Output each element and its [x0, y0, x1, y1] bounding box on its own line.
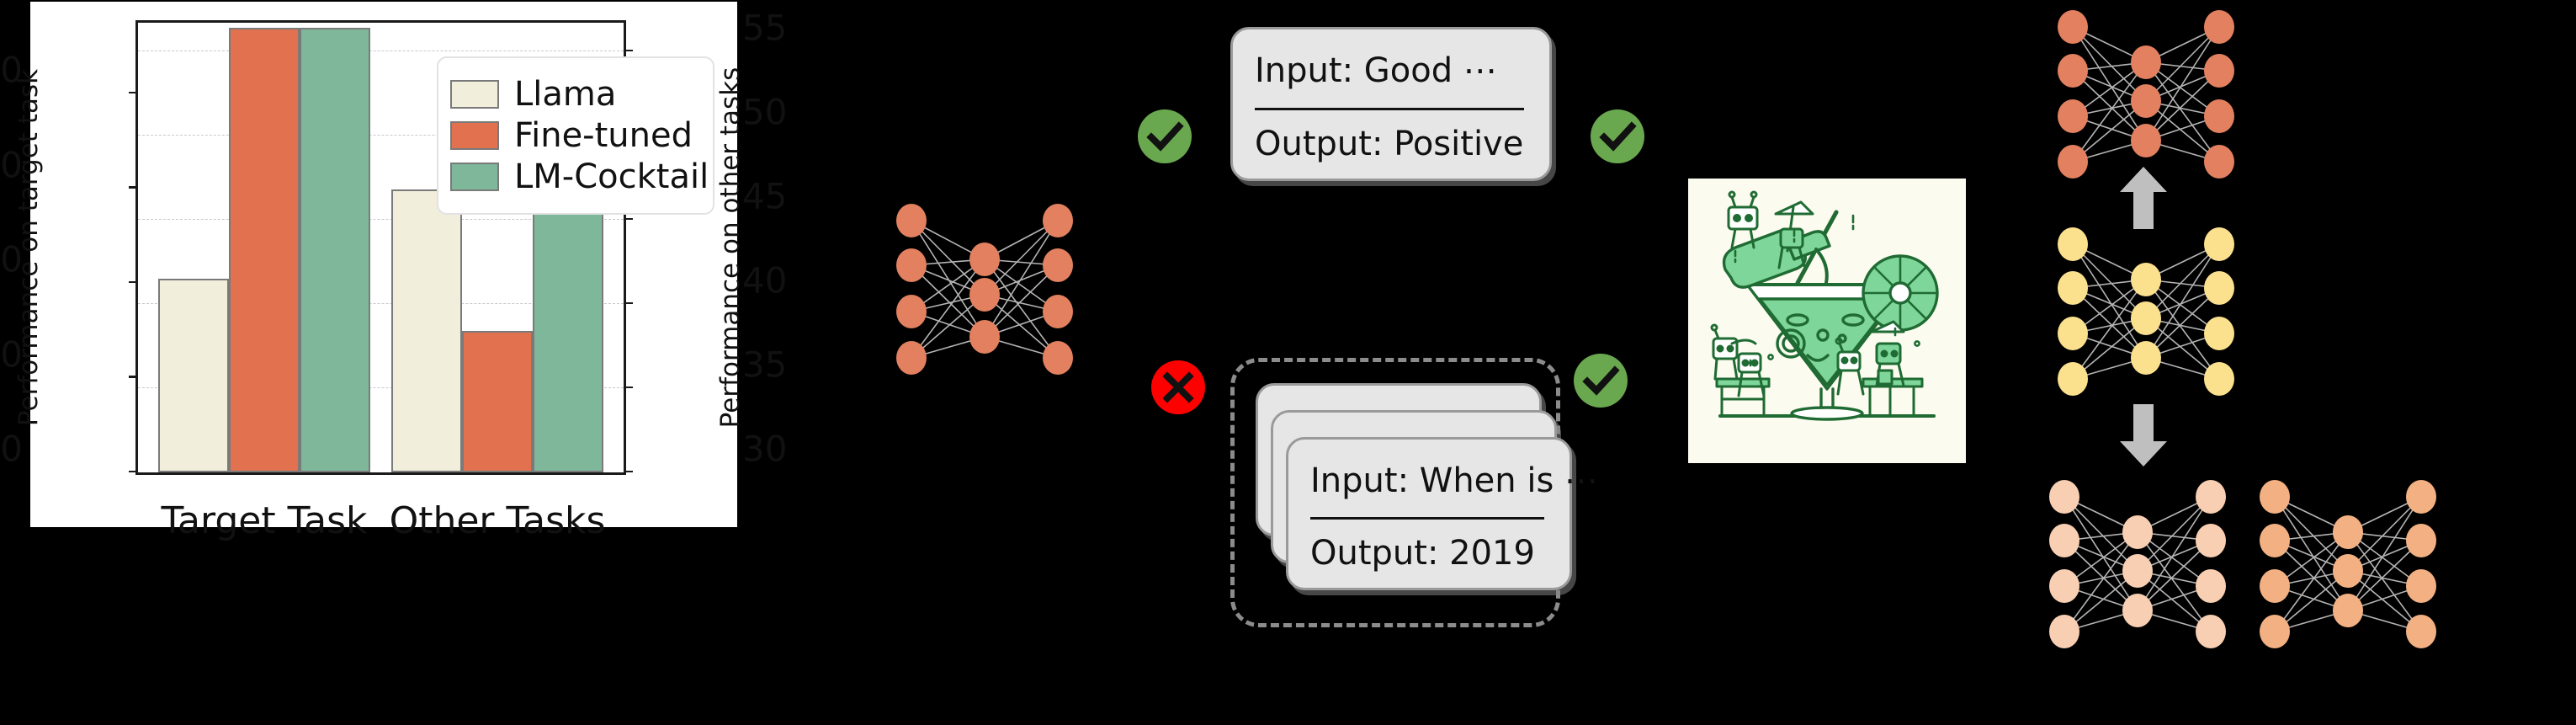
source-network-b: [2251, 480, 2445, 657]
cross-circle-icon-left-bottom: [1151, 360, 1205, 414]
arrow-down-icon: [2118, 402, 2169, 472]
tickmark-left-20: [129, 376, 138, 378]
bar-cocktail-other: [533, 169, 603, 472]
check-circle-icon-right-top: [1591, 109, 1644, 163]
negative-card-output: Output: 2019: [1310, 534, 1535, 573]
check-circle-icon-right-bottom: [1574, 354, 1628, 408]
tickmark-left-0: [129, 470, 138, 472]
bar-finetuned-other: [462, 331, 533, 472]
negative-card-input: Input: When is ⋯: [1310, 461, 1599, 500]
ytick-left-40: 40: [0, 238, 23, 280]
tickmark-left-40: [129, 280, 138, 284]
positive-card-divider: [1255, 108, 1524, 110]
ytick-right-55: 55: [742, 7, 788, 49]
gridline-40: [138, 303, 624, 304]
positive-card-input: Input: Good ⋯: [1255, 51, 1497, 90]
bar-llama-other: [391, 189, 462, 472]
bar-llama-target: [158, 279, 229, 472]
lm-cocktail-illustration: [1688, 179, 1966, 463]
merged-network: [2049, 227, 2243, 404]
plot-area: 0 20 40 60 80 30 35 40 45 50 55 Target T…: [0, 8, 787, 543]
legend-label-finetuned: Fine-tuned: [514, 116, 693, 155]
gridline-45: [138, 219, 624, 220]
xtick-other-tasks: Other Tasks: [389, 499, 606, 542]
positive-example-card: Input: Good ⋯ Output: Positive: [1230, 27, 1552, 181]
y-axis-label-right: Performance on other tasks: [715, 67, 746, 429]
tickmark-right-45: [624, 217, 633, 220]
arrow-up-icon: [2118, 165, 2169, 234]
legend-swatch-lm-cocktail: [450, 163, 499, 191]
bar-chart-panel: Performance on target task Performance o…: [0, 2, 787, 543]
ytick-right-45: 45: [742, 175, 788, 217]
ytick-right-30: 30: [742, 428, 788, 470]
chart-legend: Llama Fine-tuned LM-Cocktail: [437, 56, 714, 215]
tickmark-right-55: [624, 49, 633, 51]
legend-swatch-llama: [450, 80, 499, 109]
legend-label-llama: Llama: [514, 75, 617, 114]
legend-item-lm-cocktail: LM-Cocktail: [450, 160, 709, 194]
ytick-right-40: 40: [742, 259, 788, 301]
ytick-right-50: 50: [742, 91, 788, 133]
xtick-target-task: Target Task: [161, 499, 368, 542]
negative-card-divider: [1310, 517, 1544, 520]
bar-cocktail-target: [300, 28, 370, 472]
tickmark-left-80: [129, 91, 138, 94]
tickmark-right-30: [624, 470, 633, 472]
negative-example-card-front: Input: When is ⋯ Output: 2019: [1286, 437, 1598, 590]
ytick-left-80: 80: [0, 49, 23, 91]
fine-tuned-network: [2049, 10, 2243, 187]
gridline-35: [138, 387, 624, 388]
legend-label-lm-cocktail: LM-Cocktail: [514, 157, 709, 196]
ytick-left-20: 20: [0, 333, 23, 376]
legend-item-finetuned: Fine-tuned: [450, 119, 699, 152]
ytick-left-60: 60: [0, 144, 23, 186]
bar-finetuned-target: [229, 28, 300, 472]
chevron-right-icon: [1656, 274, 1695, 338]
tickmark-left-60: [129, 186, 138, 189]
legend-swatch-finetuned: [450, 121, 499, 150]
check-circle-icon-left-top: [1138, 109, 1192, 163]
ytick-left-0: 0: [0, 428, 23, 470]
positive-card-output: Output: Positive: [1255, 125, 1524, 163]
legend-item-llama: Llama: [450, 77, 699, 111]
tickmark-right-40: [624, 301, 633, 304]
source-network-a: [2041, 480, 2234, 657]
tickmark-right-35: [624, 386, 633, 388]
gridline-50: [138, 135, 624, 136]
base-model-network: [888, 202, 1081, 383]
ytick-right-35: 35: [742, 344, 788, 386]
